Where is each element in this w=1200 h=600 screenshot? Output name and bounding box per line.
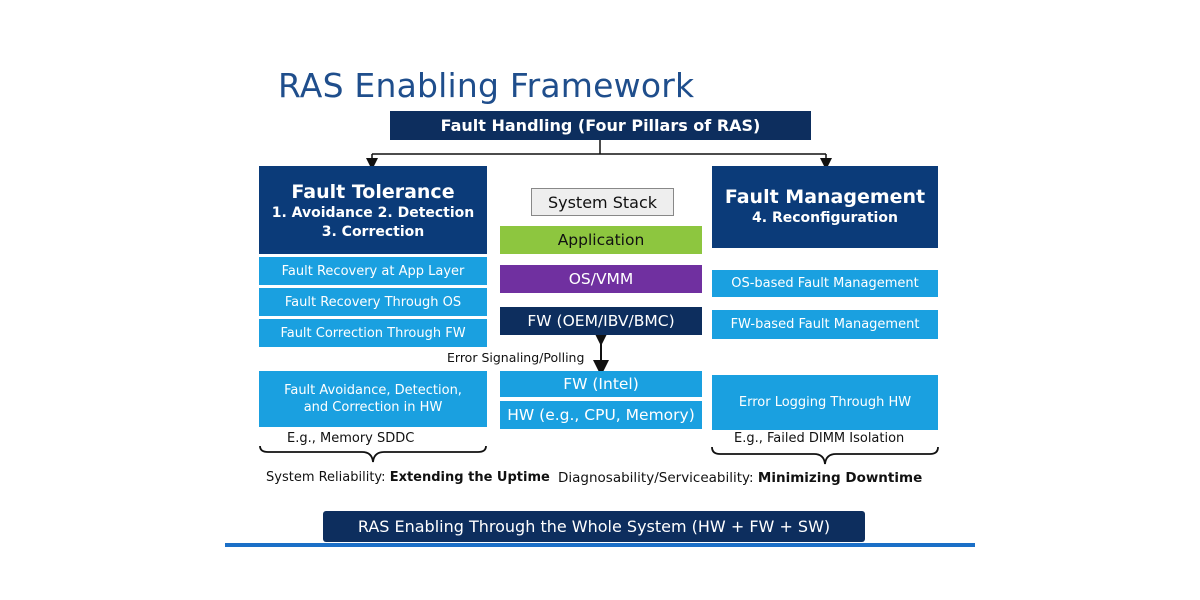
- fm-item-os-based: OS-based Fault Management: [712, 270, 938, 297]
- ft-caption-prefix: System Reliability:: [266, 470, 386, 485]
- fault-management-box: Fault Management 4. Reconfiguration: [712, 166, 938, 248]
- fault-tolerance-box: Fault Tolerance 1. Avoidance 2. Detectio…: [259, 166, 487, 254]
- ft-caption: System Reliability: Extending the Uptime: [266, 470, 550, 485]
- fm-item-fw-based: FW-based Fault Management: [712, 310, 938, 339]
- ft-caption-bold: Extending the Uptime: [389, 470, 550, 485]
- stack-layer-fw-oem: FW (OEM/IBV/BMC): [500, 307, 702, 335]
- ft-item-through-os: Fault Recovery Through OS: [259, 288, 487, 316]
- stack-layer-fw-intel: FW (Intel): [500, 371, 702, 397]
- header-box: Fault Handling (Four Pillars of RAS): [390, 111, 811, 140]
- fm-caption-bold: Minimizing Downtime: [757, 470, 923, 486]
- stack-layer-hw: HW (e.g., CPU, Memory): [500, 401, 702, 429]
- fault-tolerance-line2: 3. Correction: [321, 224, 425, 240]
- fault-management-heading: Fault Management: [724, 186, 926, 208]
- left-brace: [259, 445, 487, 463]
- fm-example: E.g., Failed DIMM Isolation: [734, 431, 905, 446]
- ft-item-through-fw: Fault Correction Through FW: [259, 319, 487, 347]
- fm-caption: Diagnosability/Serviceability: Minimizin…: [558, 470, 922, 486]
- page-title: RAS Enabling Framework: [278, 66, 695, 105]
- fm-caption-prefix: Diagnosability/Serviceability:: [558, 470, 754, 486]
- stack-layer-os-vmm: OS/VMM: [500, 265, 702, 293]
- ft-item-app-layer: Fault Recovery at App Layer: [259, 257, 487, 285]
- stack-layer-application: Application: [500, 226, 702, 254]
- footer-banner: RAS Enabling Through the Whole System (H…: [323, 511, 865, 542]
- right-brace: [711, 446, 939, 465]
- system-stack-label: System Stack: [531, 188, 674, 216]
- ft-example: E.g., Memory SDDC: [287, 431, 415, 446]
- error-signaling-label: Error Signaling/Polling: [447, 350, 585, 365]
- fault-tolerance-line1: 1. Avoidance 2. Detection: [271, 205, 475, 221]
- fault-management-line1: 4. Reconfiguration: [752, 210, 898, 226]
- ft-item-in-hw: Fault Avoidance, Detection, and Correcti…: [259, 371, 487, 427]
- fault-tolerance-heading: Fault Tolerance: [291, 181, 455, 203]
- fm-item-hw-logging: Error Logging Through HW: [712, 375, 938, 430]
